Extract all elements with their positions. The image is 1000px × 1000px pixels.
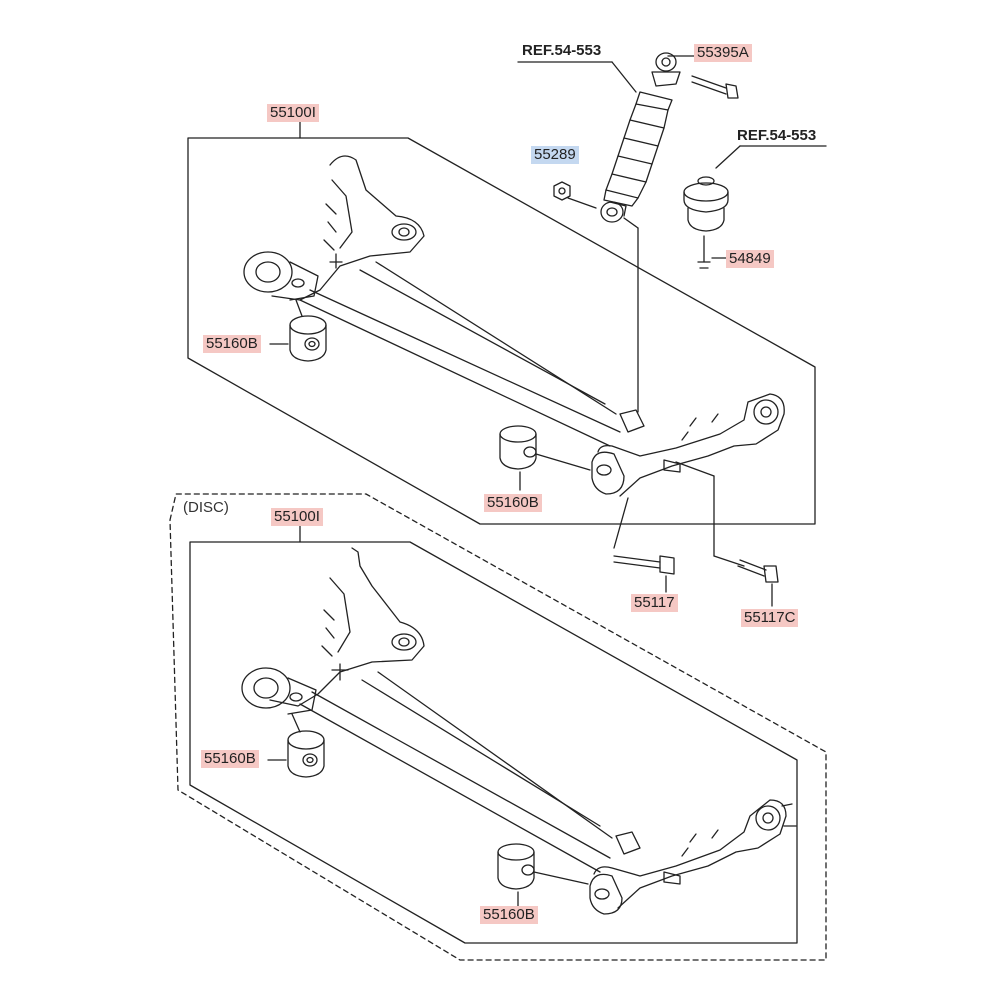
axle-bolt-c-label: 55117C [741,609,799,627]
disc-group-label: (DISC) [183,499,229,516]
upper-axle-beam [243,155,785,497]
upper-bushing-left-label: 55160B [203,335,261,353]
lower-axle-beam [241,547,797,915]
upper-bushing-left-shape [289,315,327,362]
axle-bolt-label: 55117 [631,594,678,612]
mount-bolt-label: 54849 [726,250,774,268]
upper-bushing-right-label: 55160B [484,494,542,512]
disc-group-outline [169,493,827,961]
nut-label: 55289 [531,146,579,164]
upper-axle-label: 55100I [267,104,319,122]
mount-bolt [697,235,727,269]
shock-bolt-label: 55395A [694,44,752,62]
axle-bolt-c [713,555,779,583]
shock-absorber [600,52,681,223]
upper-bushing-right-shape [499,425,537,470]
shock-ref-label: REF.54-553 [522,42,602,59]
lower-bushing-right-label: 55160B [480,906,538,924]
lower-group-outline [189,541,798,944]
lower-bushing-right-shape [497,843,535,890]
axle-bolt [613,555,675,575]
upper-group-outline [187,137,816,525]
lower-bushing-left-shape [287,730,325,778]
bump-stop [683,176,729,232]
shock-bolt [691,75,739,99]
nut [553,181,597,209]
lower-axle-label: 55100I [271,508,323,526]
mount-ref-label: REF.54-553 [737,127,817,144]
lower-bushing-left-label: 55160B [201,750,259,768]
